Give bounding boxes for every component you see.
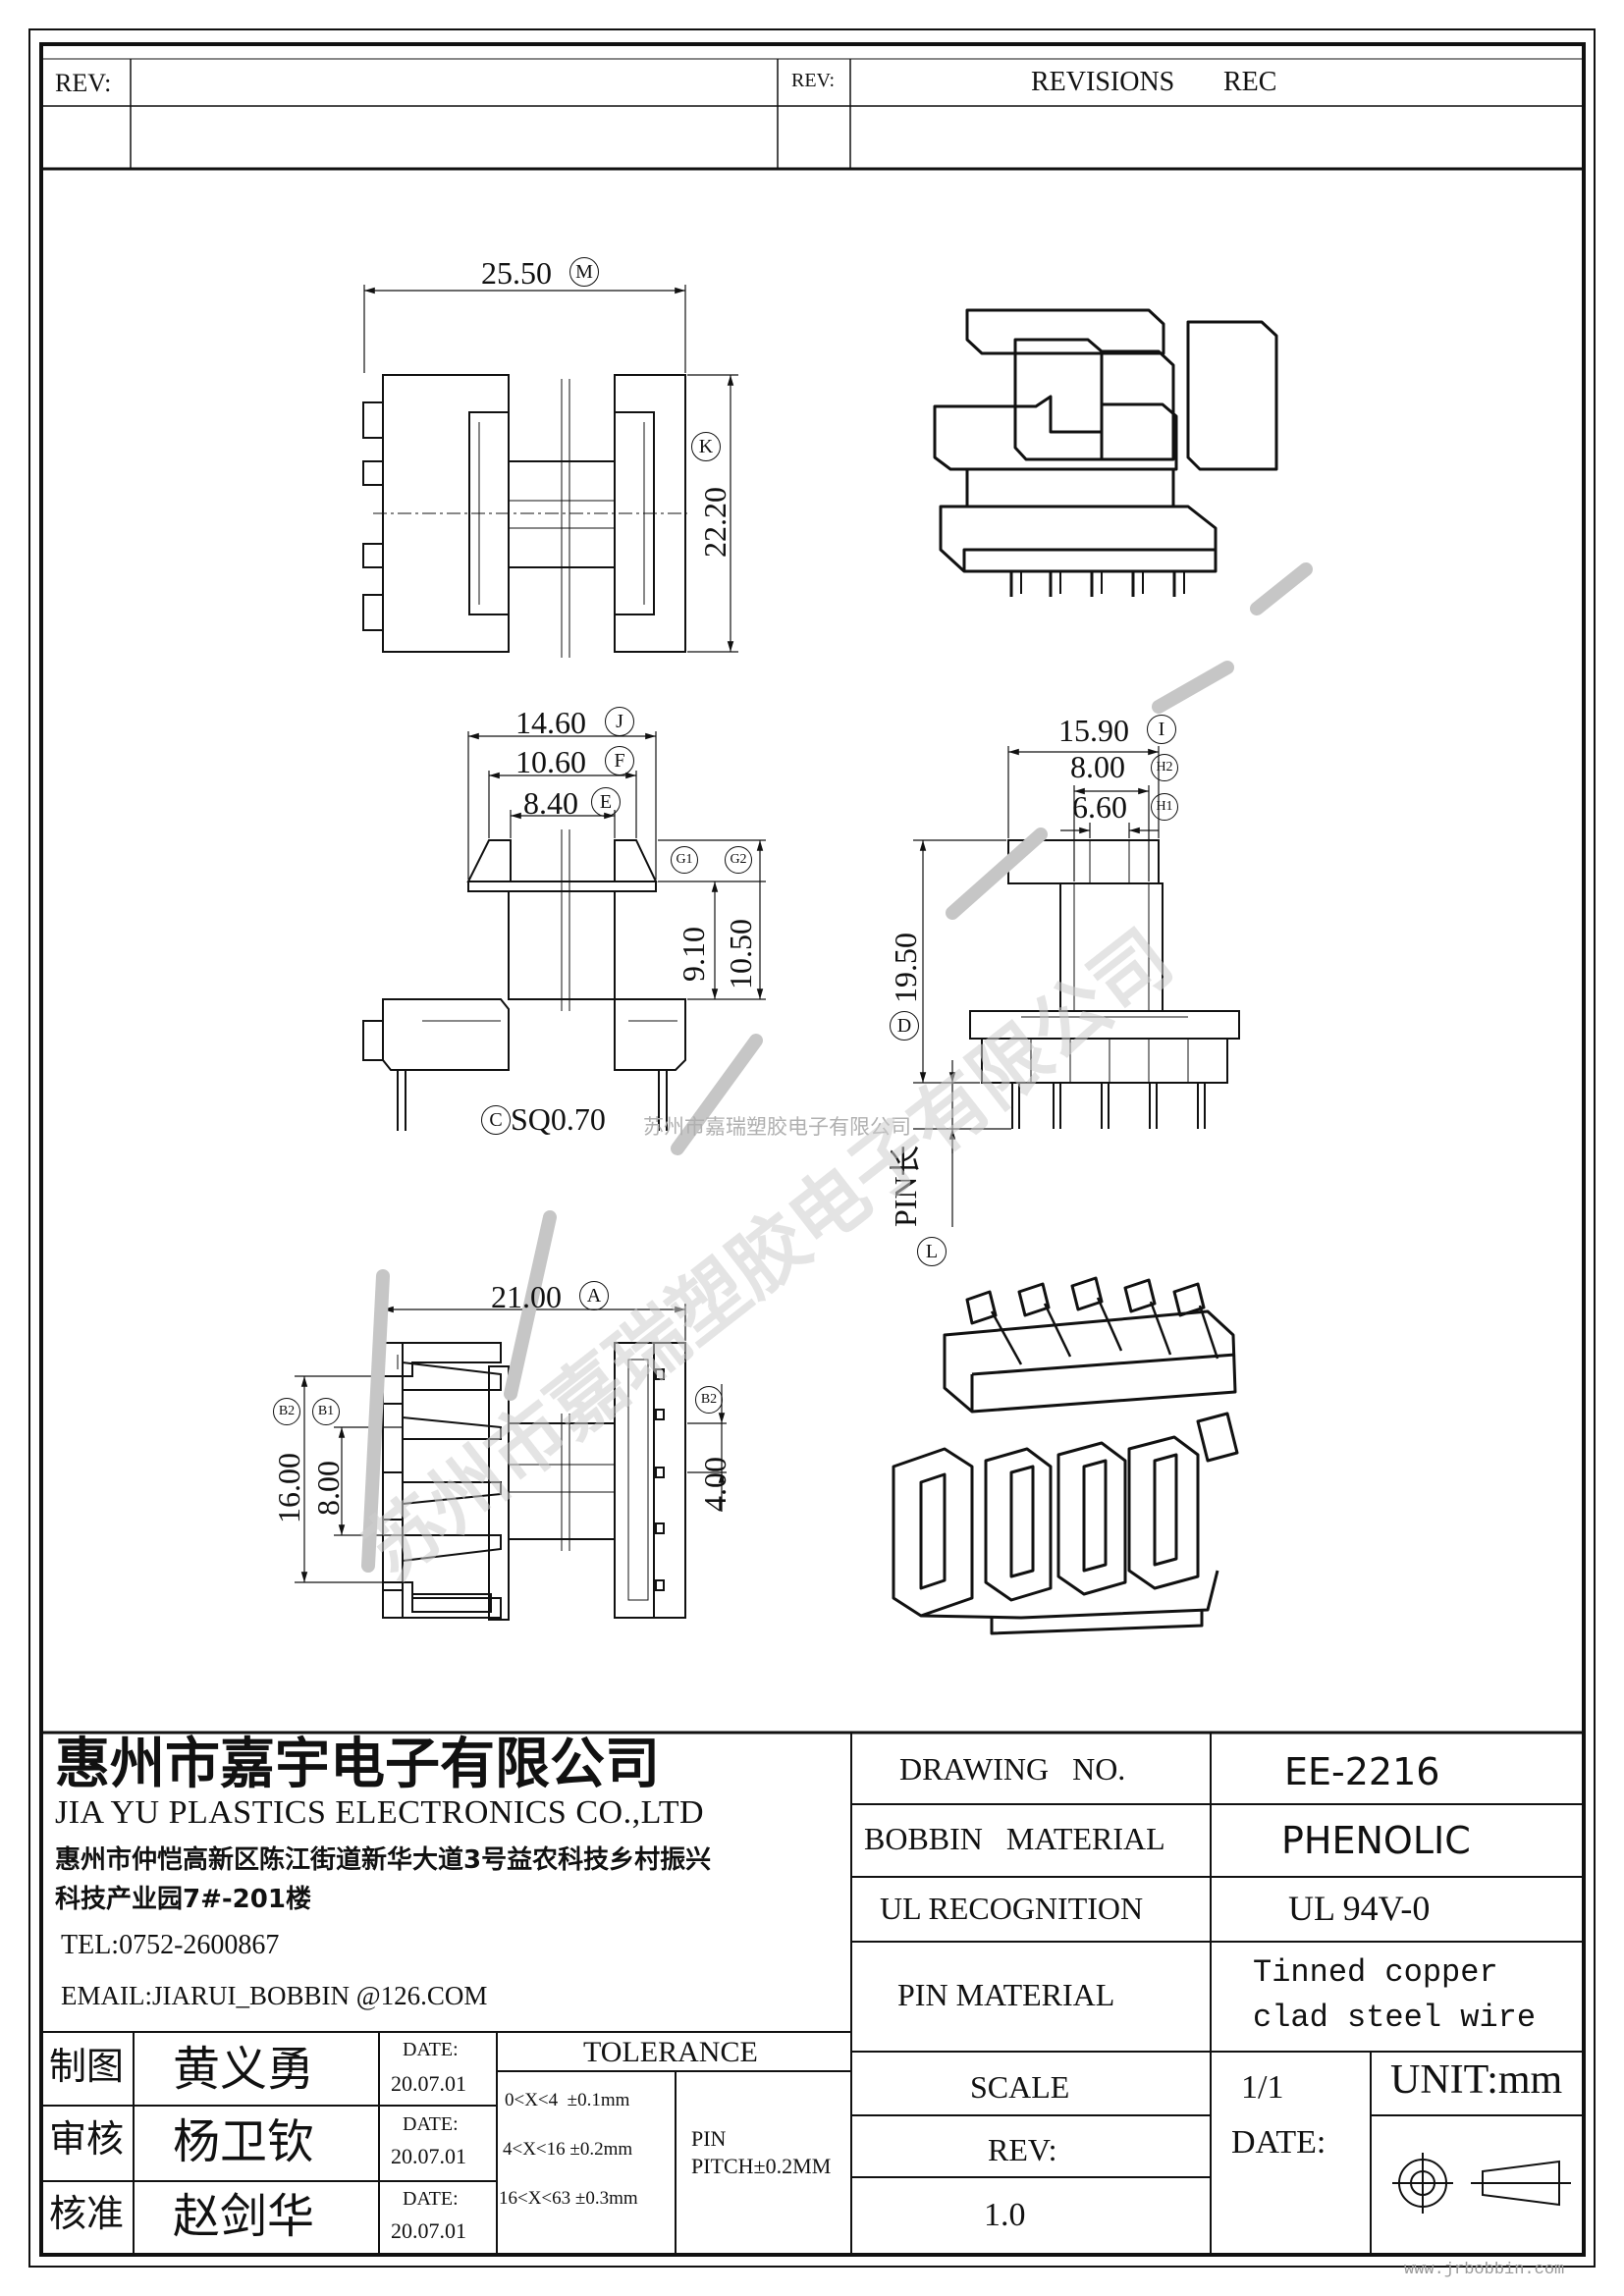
tolerance-row-3: 16<X<63 ±0.3mm xyxy=(499,2188,638,2209)
signer-role-drafter: 制图 xyxy=(49,2045,125,2088)
email: EMAIL:JIARUI_BOBBIN @126.COM xyxy=(61,1981,488,2010)
address-line-2: 科技产业园7#-201楼 xyxy=(55,1885,311,1914)
rec-label: REC xyxy=(1223,67,1277,97)
dim-side-e: 8.40 xyxy=(523,785,578,821)
bobbin-material-value: PHENOLIC xyxy=(1281,1819,1471,1862)
mark-m: M xyxy=(569,257,599,287)
pin-pitch-line-1: PIN xyxy=(691,2126,727,2151)
signer-name-checker: 杨卫钦 xyxy=(173,2114,315,2169)
signer-date-checker: 20.07.01 xyxy=(391,2144,466,2168)
ul-recognition-value: UL 94V-0 xyxy=(1288,1889,1431,1928)
signer-name-drafter: 黄义勇 xyxy=(173,2042,315,2097)
signer-date-drafter: 20.07.01 xyxy=(391,2071,466,2096)
front-view-dims xyxy=(913,746,1160,1227)
watermark-site: www.jrbobbin.com xyxy=(1404,2261,1565,2279)
mark-g2: G2 xyxy=(725,846,752,874)
tolerance-label: TOLERANCE xyxy=(583,2036,758,2068)
signer-date-approver: 20.07.01 xyxy=(391,2218,466,2243)
company-name-cn: 惠州市嘉宇电子有限公司 xyxy=(55,1733,660,1796)
rev-label-left: REV: xyxy=(55,69,112,97)
drawing-no-value: EE-2216 xyxy=(1284,1750,1440,1793)
dim-front-h1: 6.60 xyxy=(1072,789,1127,825)
revision-table xyxy=(41,58,1584,171)
dim-side-g2: 10.50 xyxy=(723,919,758,989)
mark-j: J xyxy=(605,707,634,736)
dim-side-g1: 9.10 xyxy=(676,927,711,982)
front-view xyxy=(969,839,1240,1129)
dim-front-h2: 8.00 xyxy=(1070,749,1125,784)
dim-side-j: 14.60 xyxy=(515,705,586,740)
projection-symbol xyxy=(1392,2153,1571,2214)
ul-recognition-label: UL RECOGNITION xyxy=(880,1891,1144,1926)
iso-view-top xyxy=(933,308,1278,597)
dim-bottom-a: 21.00 xyxy=(491,1279,562,1314)
inner-frame xyxy=(39,42,1586,2257)
mark-f: F xyxy=(605,746,634,775)
address-line-1: 惠州市仲恺高新区陈江街道新华大道3号益农科技乡村振兴 xyxy=(55,1845,712,1875)
signer-role-approver: 核准 xyxy=(49,2192,125,2235)
revisions-label: REVISIONS xyxy=(1031,67,1175,97)
dim-bottom-b2: 16.00 xyxy=(271,1453,306,1523)
dim-bottom-b2-right: 4.00 xyxy=(697,1457,732,1512)
dim-top-width: 25.50 xyxy=(481,255,552,291)
mark-g1: G1 xyxy=(671,846,698,874)
unit-label: UNIT:mm xyxy=(1390,2057,1563,2103)
rev-value: 1.0 xyxy=(984,2197,1026,2233)
top-view-dims xyxy=(363,285,738,653)
pin-material-line-2: clad steel wire xyxy=(1253,2000,1537,2036)
mark-k: K xyxy=(691,432,721,461)
mark-b2-left: B2 xyxy=(273,1398,300,1425)
rev-label: REV: xyxy=(988,2132,1057,2167)
date-label: DATE: xyxy=(1231,2124,1326,2161)
bobbin-material-label: BOBBIN MATERIAL xyxy=(864,1821,1165,1856)
rev-label-right: REV: xyxy=(791,70,836,91)
scale-label: SCALE xyxy=(970,2069,1070,2105)
mark-l: L xyxy=(917,1237,947,1266)
drawing-no-label: DRAWING NO. xyxy=(899,1751,1126,1787)
scale-value: 1/1 xyxy=(1241,2069,1284,2106)
mark-b1: B1 xyxy=(312,1398,340,1425)
side-view xyxy=(362,829,686,1131)
signer-date-label-approver: DATE: xyxy=(403,2188,459,2210)
mark-e: E xyxy=(591,787,621,817)
title-block-grid xyxy=(41,1731,1584,2255)
mark-b2-right: B2 xyxy=(695,1386,723,1414)
telephone: TEL:0752-2600867 xyxy=(61,1930,280,1960)
watermark-strokes xyxy=(361,562,1313,1573)
iso-view-bottom xyxy=(892,1276,1239,1635)
dim-side-f: 10.60 xyxy=(515,744,586,779)
dim-top-height: 22.20 xyxy=(697,487,732,558)
company-name-en: JIA YU PLASTICS ELECTRONICS CO.,LTD xyxy=(55,1794,705,1831)
tolerance-row-1: 0<X<4 ±0.1mm xyxy=(505,2090,630,2110)
pin-pitch-line-2: PITCH±0.2MM xyxy=(691,2154,832,2178)
pin-material-line-1: Tinned copper xyxy=(1253,1954,1498,1991)
signer-name-approver: 赵剑华 xyxy=(173,2189,315,2244)
mark-h1: H1 xyxy=(1151,793,1178,821)
dim-side-sq: SQ0.70 xyxy=(511,1101,606,1137)
dim-bottom-b1: 8.00 xyxy=(310,1461,346,1516)
dim-front-d: 19.50 xyxy=(888,933,923,1003)
outer-frame xyxy=(28,28,1596,2268)
mark-a: A xyxy=(579,1281,609,1310)
mark-c: C xyxy=(481,1105,511,1135)
pin-material-label: PIN MATERIAL xyxy=(897,1977,1115,2012)
dim-front-i: 15.90 xyxy=(1058,713,1129,748)
signer-role-checker: 审核 xyxy=(49,2117,125,2161)
top-view xyxy=(362,374,687,658)
mark-d: D xyxy=(890,1011,919,1041)
mark-i: I xyxy=(1147,715,1176,744)
tolerance-row-2: 4<X<16 ±0.2mm xyxy=(503,2139,633,2160)
side-view-dims xyxy=(467,731,766,1000)
watermark-company-small: 苏州市嘉瑞塑胶电子有限公司 xyxy=(643,1115,911,1139)
signer-date-label-checker: DATE: xyxy=(403,2113,459,2135)
mark-h2: H2 xyxy=(1151,754,1178,781)
signer-date-label-drafter: DATE: xyxy=(403,2039,459,2060)
